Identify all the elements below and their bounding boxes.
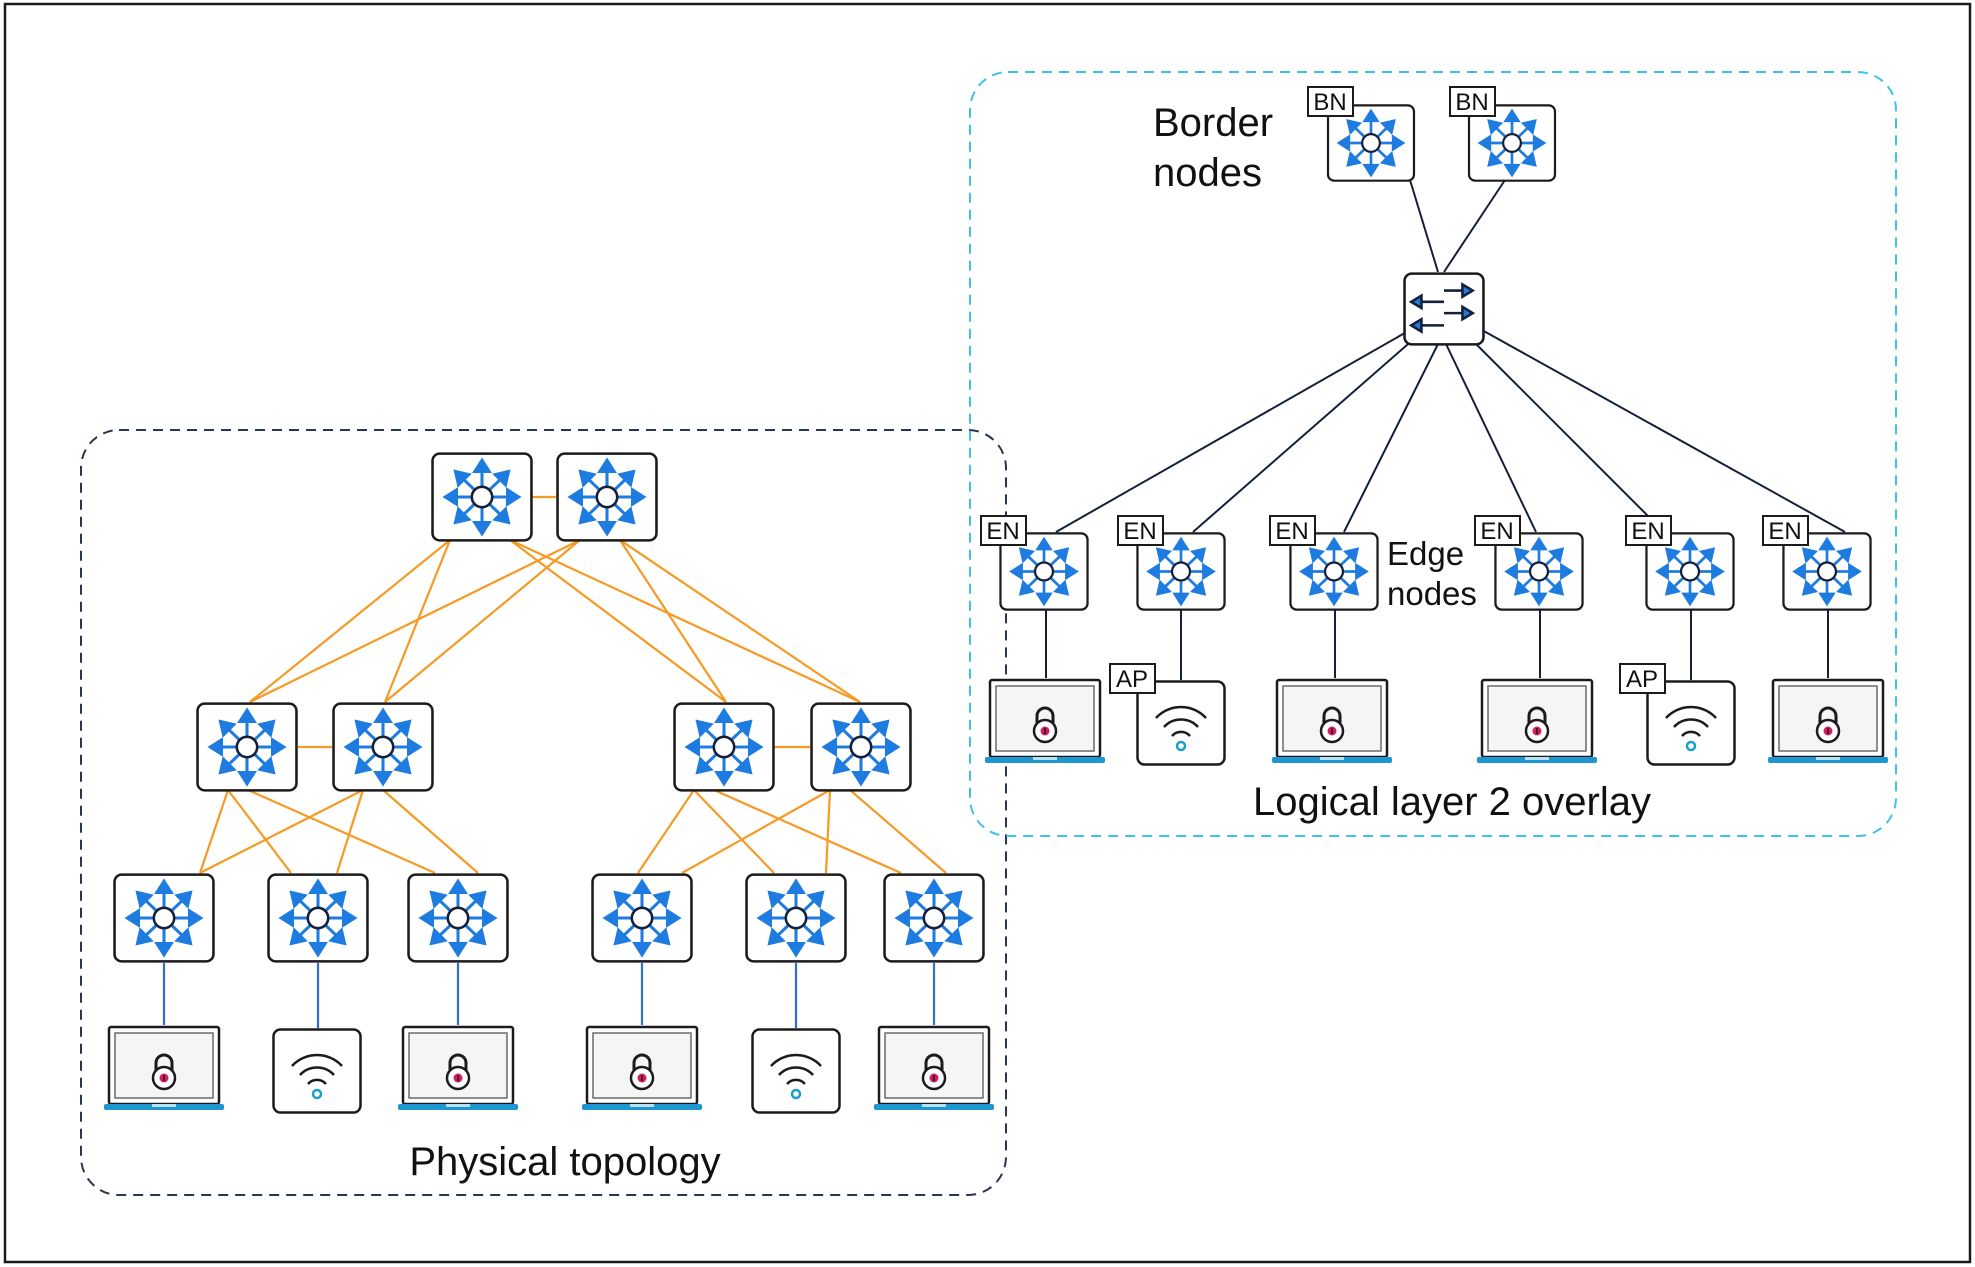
svg-text:EN: EN: [1631, 518, 1664, 545]
en-tag: EN: [1269, 515, 1316, 546]
laptop-lock-icon: [398, 1025, 518, 1112]
laptop-lock-icon: [985, 678, 1105, 765]
ap-tag: AP: [1619, 663, 1666, 694]
laptop-lock-icon: [104, 1025, 224, 1112]
border-nodes-label: Border: [1153, 101, 1273, 145]
router-icon: [673, 702, 775, 792]
edge-nodes-label: nodes: [1387, 575, 1477, 612]
router-icon: [113, 873, 215, 963]
svg-text:EN: EN: [986, 518, 1019, 545]
laptop-lock-icon: [1272, 678, 1392, 765]
laptop-lock-icon: [1477, 678, 1597, 765]
svg-text:EN: EN: [1480, 518, 1513, 545]
logical-overlay-label: Logical layer 2 overlay: [1253, 780, 1651, 824]
en-tag: EN: [980, 515, 1027, 546]
router-icon: [810, 702, 912, 792]
en-tag: EN: [1474, 515, 1521, 546]
physical-access-links: [162, 963, 936, 1028]
router-icon: [332, 702, 434, 792]
svg-text:BN: BN: [1313, 89, 1346, 116]
border-nodes-label: nodes: [1153, 151, 1262, 195]
router-icon: [745, 873, 847, 963]
overlay-links: [1055, 179, 1846, 533]
outer-frame: [3, 2, 1972, 1264]
laptop-lock-icon: [582, 1025, 702, 1112]
ap-tag: AP: [1109, 663, 1156, 694]
svg-text:AP: AP: [1626, 666, 1658, 693]
en-tag: EN: [1625, 515, 1672, 546]
router-icon: [431, 452, 533, 542]
router-icon: [196, 702, 298, 792]
laptop-lock-icon: [1768, 678, 1888, 765]
router-icon: [556, 452, 658, 542]
physical-topology-label: Physical topology: [409, 1140, 720, 1184]
svg-text:EN: EN: [1768, 518, 1801, 545]
logical-overlay-box: [969, 71, 1897, 837]
wifi-ap-icon: [751, 1028, 841, 1114]
router-icon: [883, 873, 985, 963]
overlay-access-links: [1045, 610, 1829, 680]
l2-switch-icon: [1403, 272, 1485, 346]
svg-text:EN: EN: [1275, 518, 1308, 545]
svg-text:AP: AP: [1116, 666, 1148, 693]
physical-links: [198, 495, 947, 875]
router-icon: [267, 873, 369, 963]
bn-tag: BN: [1307, 86, 1354, 117]
svg-text:BN: BN: [1455, 89, 1488, 116]
en-tag: EN: [1117, 515, 1164, 546]
edge-nodes-label: Edge: [1387, 535, 1464, 572]
bn-tag: BN: [1449, 86, 1496, 117]
en-tag: EN: [1762, 515, 1809, 546]
physical-topology-box: [80, 429, 1007, 1196]
wifi-ap-icon: [272, 1028, 362, 1114]
router-icon: [407, 873, 509, 963]
router-icon: [591, 873, 693, 963]
laptop-lock-icon: [874, 1025, 994, 1112]
svg-text:EN: EN: [1123, 518, 1156, 545]
